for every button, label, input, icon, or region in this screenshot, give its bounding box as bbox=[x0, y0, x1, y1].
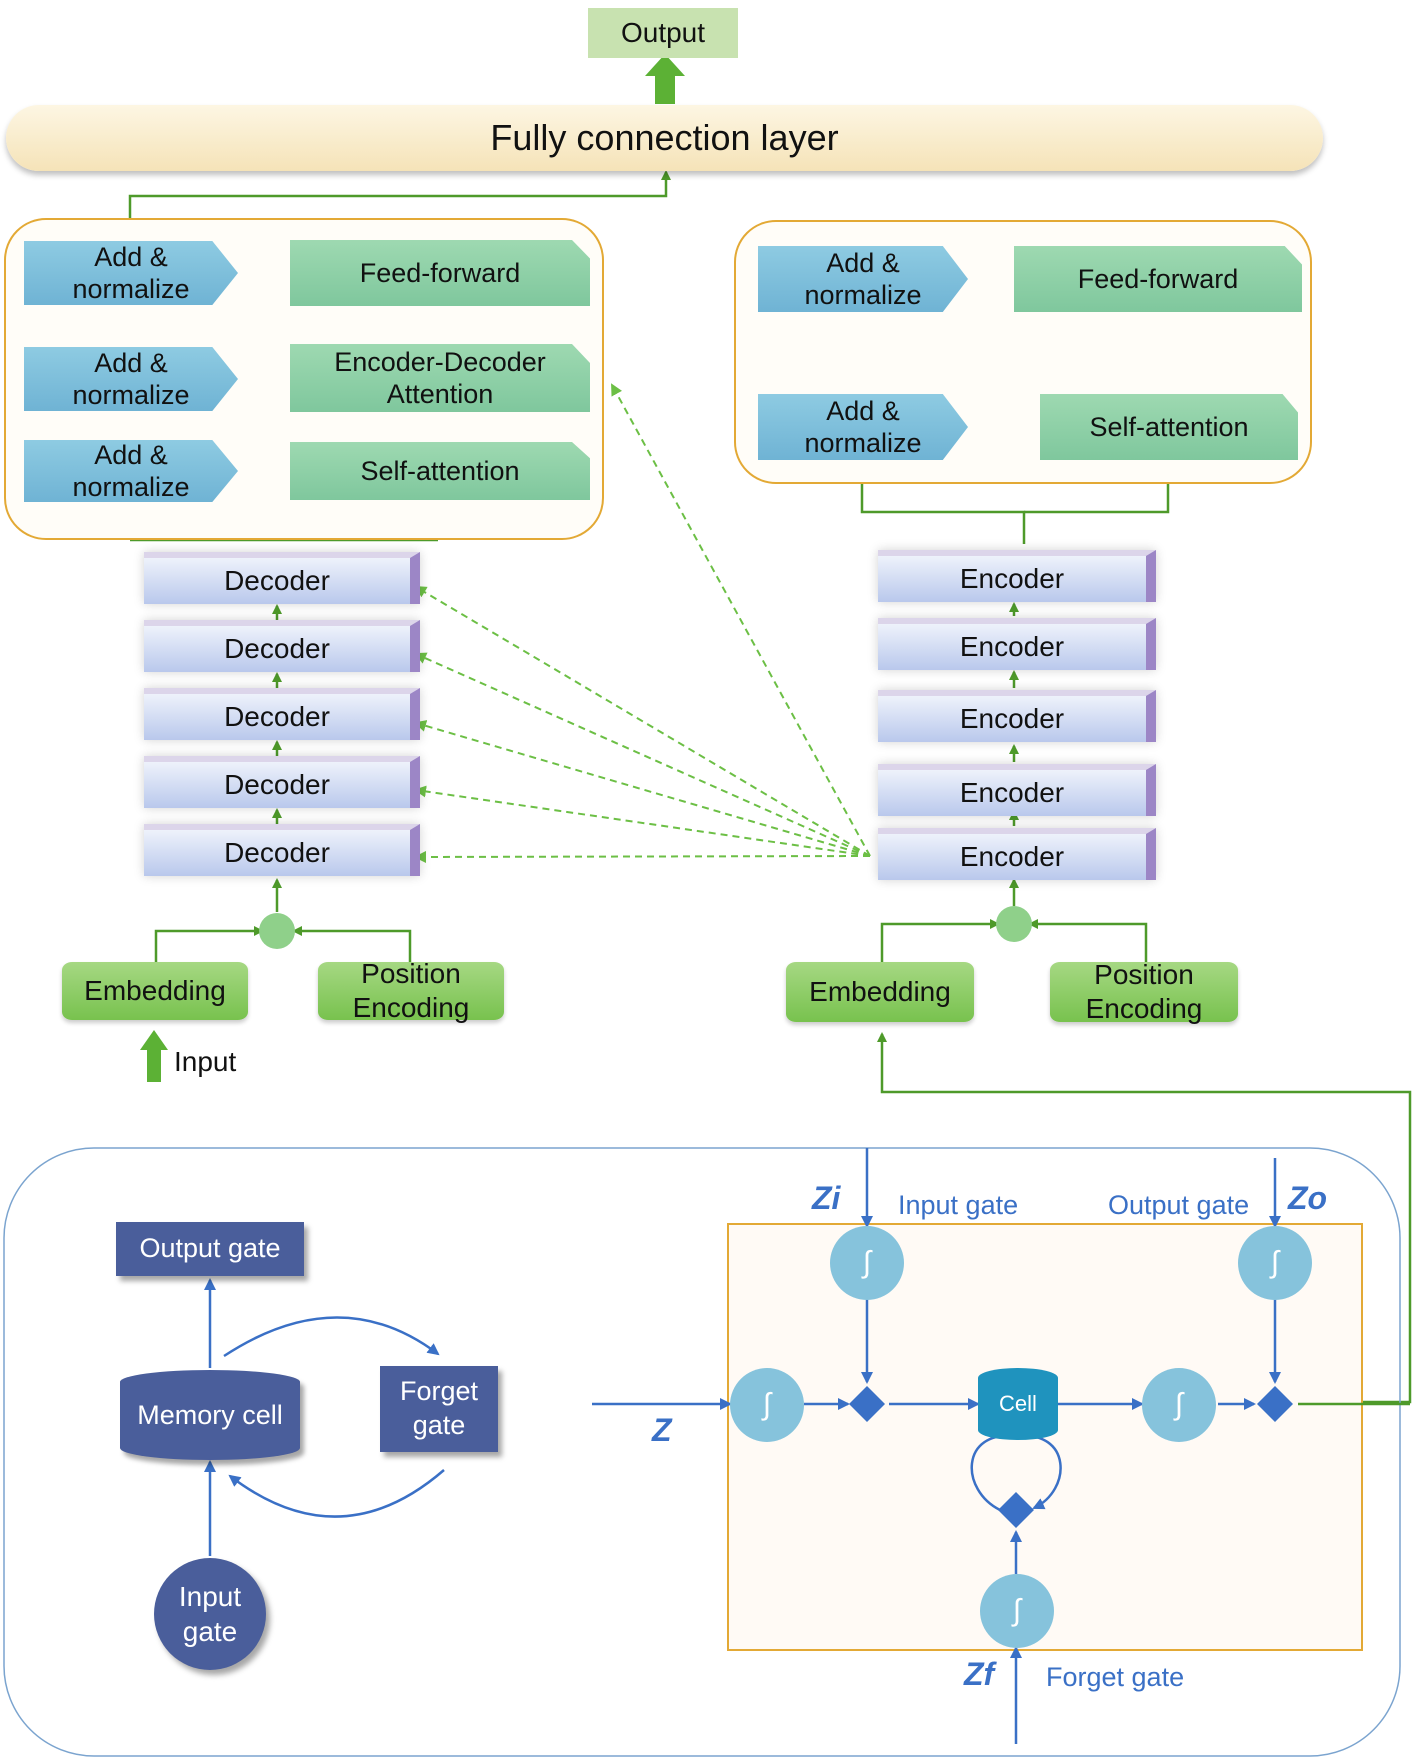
encoder-position-encoding: Position Encoding bbox=[1050, 959, 1238, 1024]
lstm-cell-state: Cell bbox=[978, 1368, 1058, 1440]
feed-forward-label: Feed-forward bbox=[1077, 263, 1239, 294]
decoder-self-attention: Self-attention bbox=[290, 442, 590, 500]
enc-dec-attention-label: Encoder-Decoder Attention bbox=[334, 346, 546, 409]
zo-label: Zo bbox=[1288, 1180, 1328, 1216]
add-normalize-label: Add & normalize bbox=[72, 347, 190, 410]
input-label: Input bbox=[174, 1046, 237, 1077]
add-normalize-label: Add & normalize bbox=[72, 241, 190, 304]
decoder-layer-2: Decoder bbox=[144, 620, 420, 672]
decoder-label: Decoder bbox=[224, 633, 330, 664]
lstm-forget-gate-box: Forget gate bbox=[380, 1366, 498, 1452]
lstm-memory-cell: Memory cell bbox=[120, 1370, 300, 1460]
decoder-feed-forward: Feed-forward bbox=[290, 240, 590, 306]
encoder-layer-3: Encoder bbox=[878, 690, 1156, 742]
memory-cell-label: Memory cell bbox=[137, 1399, 283, 1430]
input-gate-sigmoid: ∫ bbox=[830, 1226, 904, 1300]
zi-label: Zi bbox=[812, 1180, 841, 1216]
encoder-layer-4: Encoder bbox=[878, 764, 1156, 816]
decoder-layer-1: Decoder bbox=[144, 552, 420, 604]
fully-connection-layer: Fully connection layer bbox=[6, 105, 1323, 171]
sigma-glyph: ∫ bbox=[762, 1388, 772, 1421]
sigma-glyph: ∫ bbox=[1174, 1388, 1184, 1421]
decoder-label: Decoder bbox=[224, 837, 330, 868]
decoder-label: Decoder bbox=[224, 701, 330, 732]
lstm-output-gate-box: Output gate bbox=[116, 1222, 304, 1276]
input-arrow bbox=[140, 1030, 168, 1082]
forget-gate-text: Forget gate bbox=[1046, 1662, 1185, 1692]
add-normalize-label: Add & normalize bbox=[72, 439, 190, 502]
encoder-self-attention: Self-attention bbox=[1040, 394, 1298, 460]
encoder-label: Encoder bbox=[959, 631, 1065, 662]
sigma-glyph: ∫ bbox=[1012, 1594, 1022, 1627]
self-attention-label: Self-attention bbox=[360, 455, 520, 486]
output-transform-sigmoid: ∫ bbox=[1142, 1368, 1216, 1442]
add-normalize-label: Add & normalize bbox=[804, 395, 922, 458]
decoder-add-normalize-bottom: Add & normalize bbox=[24, 440, 238, 502]
decoder-embedding: Embedding bbox=[62, 962, 248, 1020]
input-multiply-node bbox=[849, 1386, 885, 1422]
decoder-layer-3: Decoder bbox=[144, 688, 420, 740]
lstm-panel-outline bbox=[3, 1147, 1401, 1757]
lstm-to-embedding-arrow bbox=[877, 1032, 1412, 1404]
forget-gate-sigmoid: ∫ bbox=[980, 1574, 1054, 1648]
output-multiply-node bbox=[1257, 1386, 1293, 1422]
encoder-layer-1: Encoder bbox=[878, 550, 1156, 602]
add-normalize-label: Add & normalize bbox=[804, 247, 922, 310]
decoder-position-encoding: Position Encoding bbox=[318, 958, 504, 1023]
embedding-label: Embedding bbox=[809, 976, 951, 1008]
zf-label: Zf bbox=[964, 1656, 995, 1692]
output-gate-sigmoid: ∫ bbox=[1238, 1226, 1312, 1300]
output-gate-label: Output gate bbox=[139, 1233, 281, 1264]
decoder-label: Decoder bbox=[224, 565, 330, 596]
encoder-embedding: Embedding bbox=[786, 962, 974, 1022]
feed-forward-label: Feed-forward bbox=[359, 257, 521, 288]
input-gate-label: Input gate bbox=[178, 1581, 242, 1647]
output-box: Output bbox=[588, 8, 738, 58]
decoder-add-normalize-top: Add & normalize bbox=[24, 241, 238, 305]
embedding-label: Embedding bbox=[84, 975, 226, 1007]
output-arrow bbox=[645, 54, 685, 104]
position-encoding-label: Position Encoding bbox=[1085, 959, 1203, 1024]
input-transform-sigmoid: ∫ bbox=[730, 1368, 804, 1442]
forget-gate-label: Forget gate bbox=[399, 1376, 479, 1440]
forget-multiply-node bbox=[998, 1492, 1034, 1528]
decoder-enc-dec-attention: Encoder-Decoder Attention bbox=[290, 344, 590, 412]
fc-layer-label: Fully connection layer bbox=[490, 117, 839, 158]
decoder-add-normalize-middle: Add & normalize bbox=[24, 347, 238, 411]
self-attention-label: Self-attention bbox=[1089, 411, 1249, 442]
cell-label: Cell bbox=[999, 1391, 1037, 1416]
decoder-label: Decoder bbox=[224, 769, 330, 800]
encoder-sum-node bbox=[996, 906, 1032, 942]
encoder-add-normalize-bottom: Add & normalize bbox=[758, 394, 968, 460]
input-gate-text: Input gate bbox=[898, 1190, 1019, 1220]
position-encoding-label: Position Encoding bbox=[352, 958, 470, 1023]
lstm-input-gate-circle: Input gate bbox=[154, 1558, 266, 1670]
encoder-label: Encoder bbox=[959, 563, 1065, 594]
encoder-layer-2: Encoder bbox=[878, 618, 1156, 670]
decoder-layer-5: Decoder bbox=[144, 824, 420, 876]
decoder-layer-4: Decoder bbox=[144, 756, 420, 808]
sigma-glyph: ∫ bbox=[1270, 1246, 1280, 1279]
encoder-label: Encoder bbox=[959, 703, 1065, 734]
encoder-label: Encoder bbox=[959, 777, 1065, 808]
output-label: Output bbox=[620, 17, 706, 48]
encoder-label: Encoder bbox=[959, 841, 1065, 872]
encoder-add-normalize-top: Add & normalize bbox=[758, 246, 968, 312]
sigma-glyph: ∫ bbox=[862, 1246, 872, 1279]
z-label: Z bbox=[652, 1412, 672, 1448]
encoder-layer-5: Encoder bbox=[878, 828, 1156, 880]
decoder-sum-node bbox=[259, 913, 295, 949]
output-gate-text: Output gate bbox=[1108, 1190, 1250, 1220]
encoder-feed-forward: Feed-forward bbox=[1014, 246, 1302, 312]
